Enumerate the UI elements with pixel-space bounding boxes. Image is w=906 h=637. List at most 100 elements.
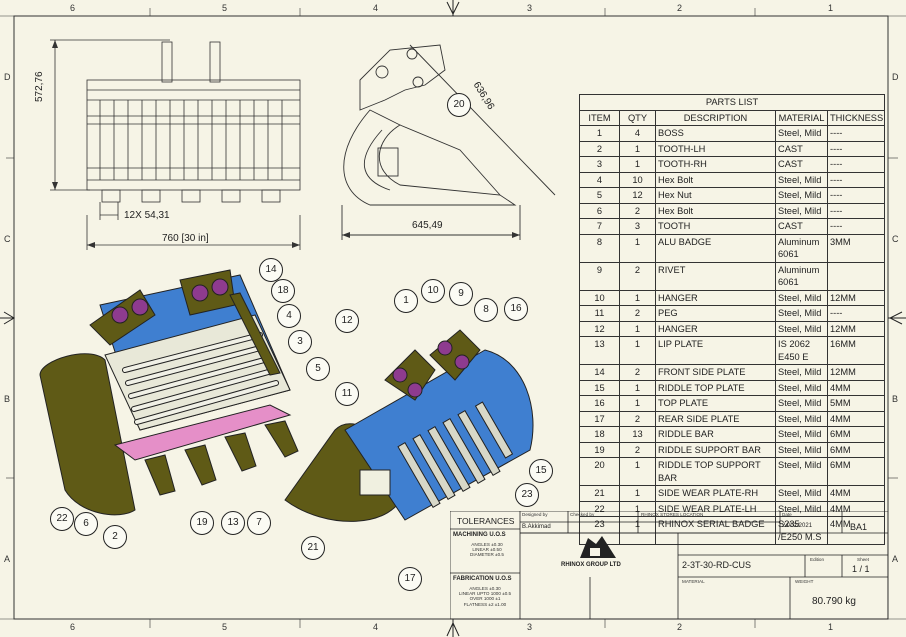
qty-cell: 2: [619, 305, 656, 322]
title-block-grid: [450, 511, 888, 620]
thickness-cell: 4MM: [826, 379, 886, 396]
thickness-cell: 4MM: [826, 410, 886, 427]
qty-cell: 2: [619, 364, 656, 381]
material-cell: CAST: [775, 156, 828, 173]
qty-cell: 2: [619, 261, 656, 291]
thickness-cell: ----: [826, 202, 886, 219]
material-cell: IS 2062 E450 E: [775, 336, 828, 365]
qty-cell: 1: [619, 336, 656, 365]
zone-row-d-right: D: [892, 72, 899, 82]
dim-side-width: 645,49: [412, 220, 443, 231]
header-material: MATERIAL: [775, 109, 828, 126]
description-cell: PEG: [655, 305, 776, 322]
item-cell: 11: [579, 305, 620, 322]
balloon-side-view: 20: [447, 93, 471, 117]
zone-row-b-right: B: [892, 394, 899, 404]
qty-cell: 1: [619, 457, 656, 486]
thickness-cell: 12MM: [826, 364, 886, 381]
side-view-drawing: [341, 44, 556, 240]
qty-cell: 1: [619, 320, 656, 337]
balloon-23: 23: [515, 483, 539, 507]
zone-col-6-bottom: 6: [70, 622, 76, 632]
material-cell: Steel, Mild: [775, 395, 828, 412]
description-cell: Hex Bolt: [655, 171, 776, 188]
date-value: 24/02/2021: [782, 523, 813, 529]
zone-col-6: 6: [70, 3, 76, 13]
material-cell: Steel, Mild: [775, 305, 828, 322]
weight-value: 80.790 kg: [812, 596, 856, 607]
dim-tooth-spacing: 12X 54,31: [124, 210, 170, 221]
item-cell: 1: [579, 125, 620, 142]
material-cell: Steel, Mild: [775, 379, 828, 396]
balloon-7: 7: [247, 511, 271, 535]
material-cell: Aluminum 6061: [775, 233, 828, 263]
front-view-drawing: [50, 39, 301, 250]
zone-col-4: 4: [373, 3, 379, 13]
item-cell: 7: [579, 218, 620, 235]
zone-col-2-bottom: 2: [677, 622, 683, 632]
material-cell: CAST: [775, 140, 828, 157]
description-cell: HANGER: [655, 289, 776, 306]
thickness-cell: 16MM: [826, 336, 886, 365]
material-cell: Steel, Mild: [775, 125, 828, 142]
balloon-2: 2: [103, 525, 127, 549]
balloon-3: 3: [288, 330, 312, 354]
isometric-view-left: [39, 269, 299, 516]
thickness-cell: ----: [826, 156, 886, 173]
item-cell: 9: [579, 261, 620, 291]
balloon-19: 19: [190, 511, 214, 535]
item-cell: 14: [579, 364, 620, 381]
thickness-cell: 6MM: [826, 426, 886, 443]
description-cell: FRONT SIDE PLATE: [655, 364, 776, 381]
balloon-14: 14: [259, 258, 283, 282]
description-cell: TOOTH: [655, 218, 776, 235]
description-cell: RIVET: [655, 261, 776, 291]
balloon-16: 16: [504, 297, 528, 321]
item-cell: 12: [579, 320, 620, 337]
thickness-cell: 4MM: [826, 485, 886, 502]
company-name: RHINOX GROUP LTD: [561, 562, 621, 568]
balloon-11: 11: [335, 382, 359, 406]
item-cell: 8: [579, 233, 620, 263]
balloon-13: 13: [221, 511, 245, 535]
thickness-cell: 6MM: [826, 457, 886, 486]
sheet-number: 1 / 1: [852, 564, 870, 574]
zone-col-5-bottom: 5: [222, 622, 228, 632]
material-cell: Steel, Mild: [775, 485, 828, 502]
qty-cell: 12: [619, 187, 656, 204]
isometric-view-right: [284, 329, 534, 522]
material-cell: Steel, Mild: [775, 457, 828, 486]
description-cell: BOSS: [655, 125, 776, 142]
description-cell: SIDE WEAR PLATE-RH: [655, 485, 776, 502]
qty-cell: 1: [619, 395, 656, 412]
qty-cell: 4: [619, 125, 656, 142]
qty-cell: 1: [619, 379, 656, 396]
zone-col-4-bottom: 4: [373, 622, 379, 632]
description-cell: ALU BADGE: [655, 233, 776, 263]
description-cell: TOP PLATE: [655, 395, 776, 412]
description-cell: Hex Bolt: [655, 202, 776, 219]
thickness-cell: ----: [826, 140, 886, 157]
thickness-cell: ----: [826, 171, 886, 188]
part-number: 2-3T-30-RD-CUS: [682, 560, 752, 570]
checked-by-label: Checked by: [570, 512, 595, 517]
machining-label: MACHINING U.O.S: [453, 532, 506, 538]
material-cell: Steel, Mild: [775, 364, 828, 381]
material-cell: Steel, Mild: [775, 441, 828, 458]
qty-cell: 1: [619, 516, 656, 545]
qty-cell: 1: [619, 485, 656, 502]
sheet-label: Sheet: [857, 557, 870, 562]
zone-col-3-bottom: 3: [527, 622, 533, 632]
sheet-code: BA1: [850, 522, 868, 532]
balloon-4: 4: [277, 304, 301, 328]
weight-label: WEIGHT: [795, 579, 814, 584]
